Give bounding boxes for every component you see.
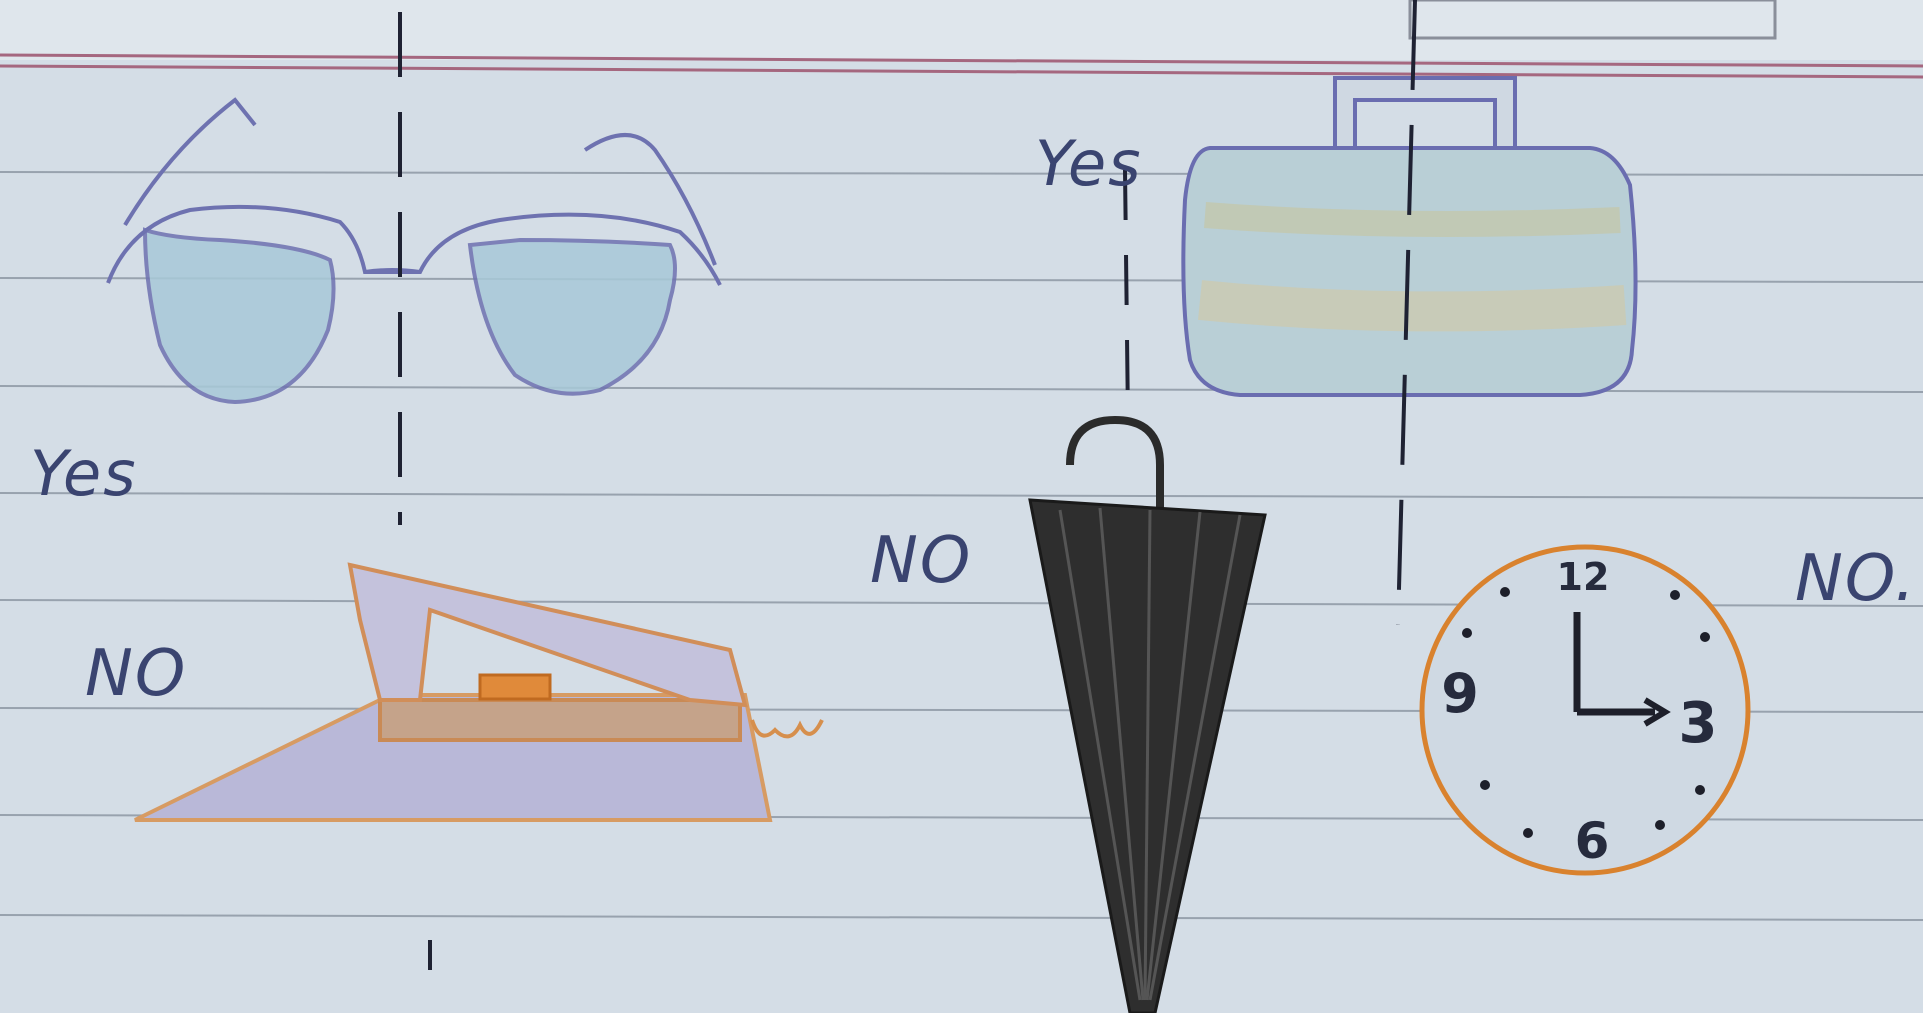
label-clock-answer: NO. (1795, 542, 1917, 616)
label-umbrella-answer: NO (870, 524, 972, 598)
clock-number-three: 3 (1679, 691, 1718, 756)
label-iron-answer: NO (85, 637, 187, 711)
clock-number-six: 6 (1575, 812, 1610, 870)
clock-number-twelve: 12 (1557, 555, 1610, 599)
clock-drawing: 12 3 6 9 (1422, 547, 1748, 873)
label-suitcase-answer: Yes (1035, 127, 1143, 200)
label-glasses-answer: Yes (30, 437, 138, 510)
clock-number-nine: 9 (1441, 662, 1479, 725)
